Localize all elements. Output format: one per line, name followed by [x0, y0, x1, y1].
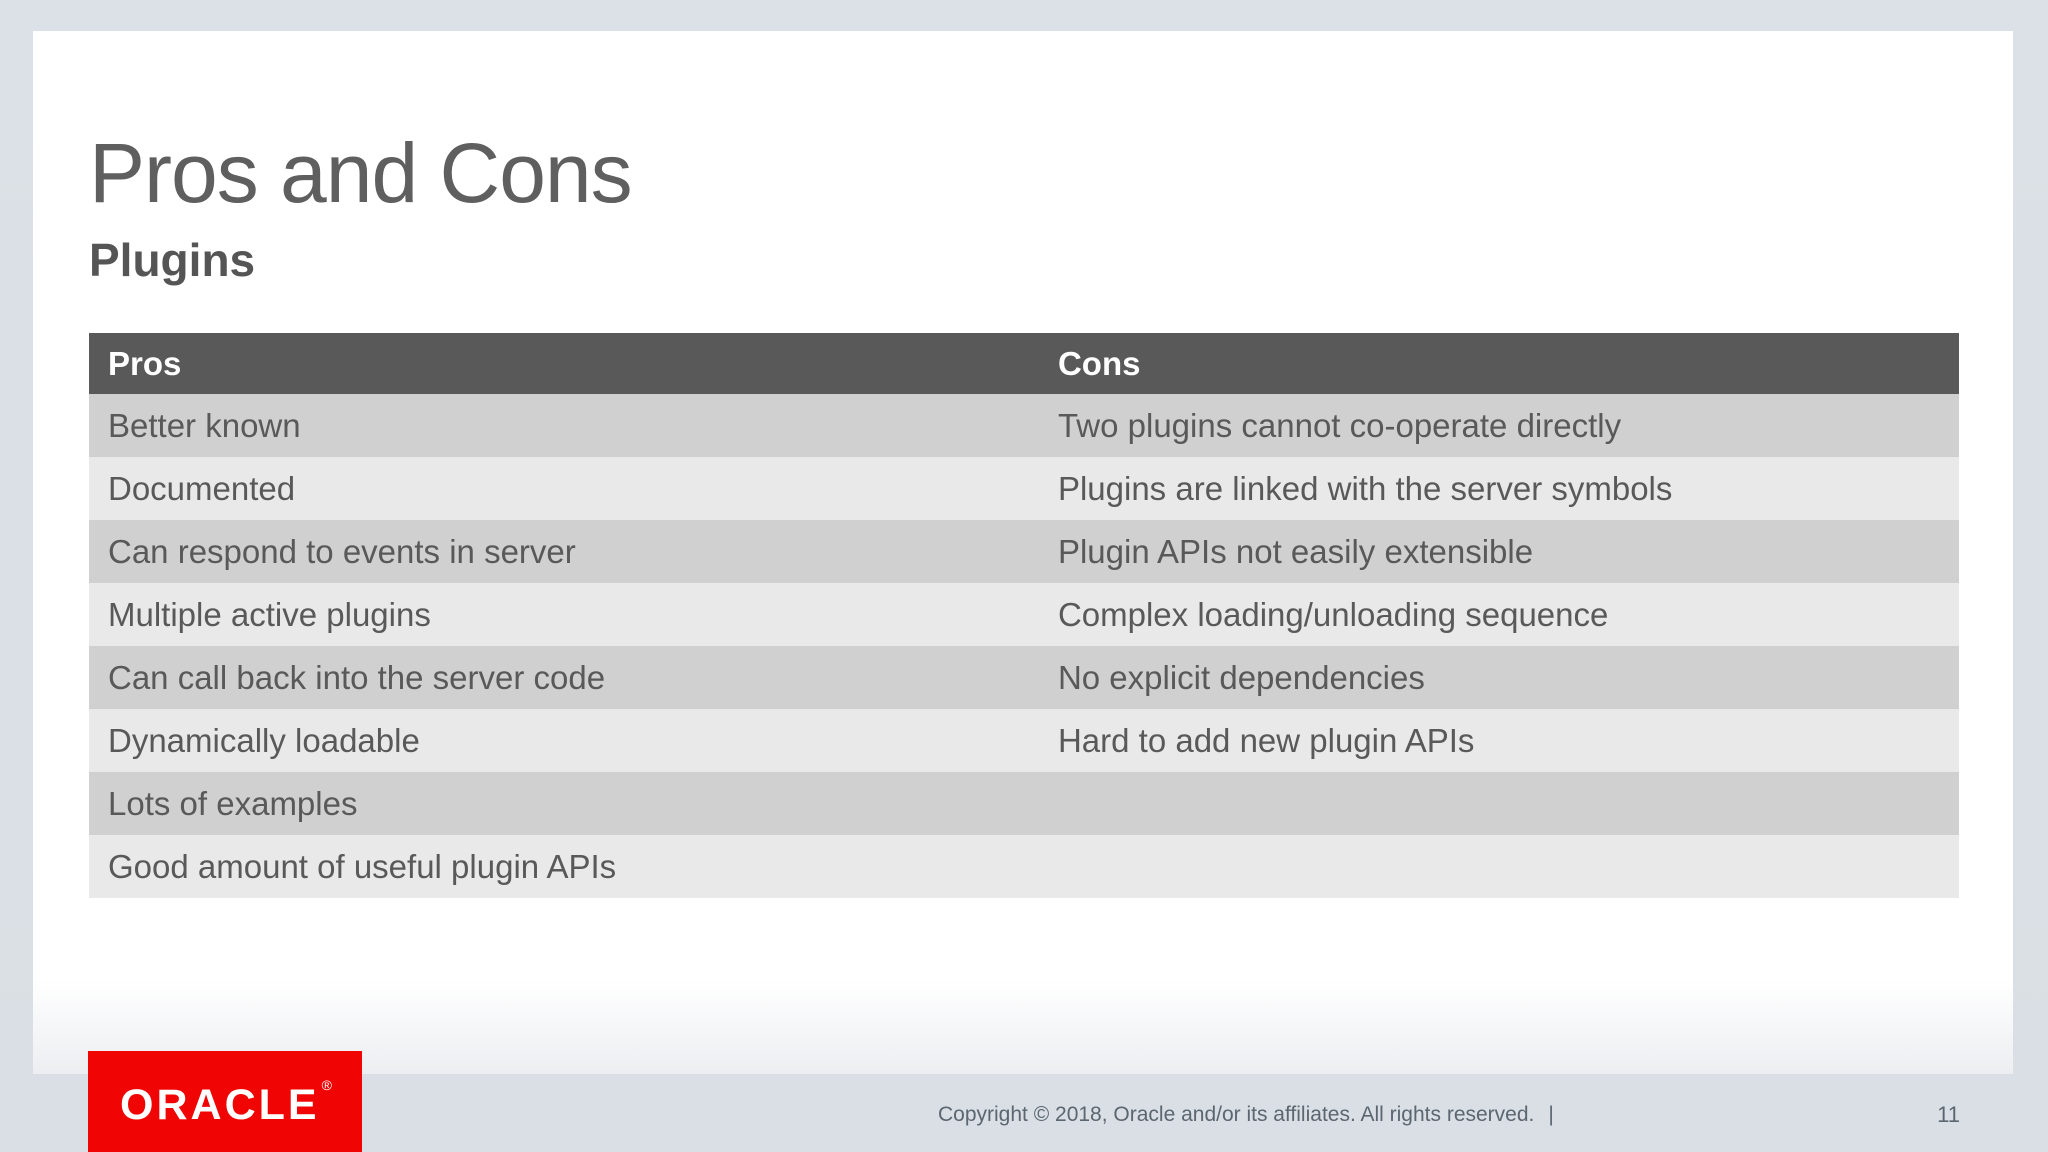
oracle-logo: ORACLE®	[88, 1051, 362, 1152]
table-row: Lots of examples	[89, 772, 1959, 835]
table-cell-con: Two plugins cannot co-operate directly	[1038, 394, 1959, 457]
table-row: Good amount of useful plugin APIs	[89, 835, 1959, 898]
table-header-cons: Cons	[1038, 333, 1959, 394]
table-cell-pro: Dynamically loadable	[89, 709, 1039, 772]
table-cell-con: Plugin APIs not easily extensible	[1038, 520, 1959, 583]
footer-separator: |	[1548, 1103, 1554, 1126]
table-header-row: Pros Cons	[89, 333, 1959, 394]
table-cell-pro: Documented	[89, 457, 1039, 520]
table-header-pros: Pros	[89, 333, 1039, 394]
table-row: Dynamically loadable Hard to add new plu…	[89, 709, 1959, 772]
table-row: Documented Plugins are linked with the s…	[89, 457, 1959, 520]
table-cell-con: Complex loading/unloading sequence	[1038, 583, 1959, 646]
copyright-text: Copyright © 2018, Oracle and/or its affi…	[938, 1103, 1535, 1126]
oracle-logo-text: ORACLE®	[120, 1076, 332, 1129]
table-cell-pro: Good amount of useful plugin APIs	[89, 835, 1039, 898]
table-row: Can respond to events in server Plugin A…	[89, 520, 1959, 583]
page-number: 11	[1937, 1102, 1960, 1127]
table-cell-pro: Multiple active plugins	[89, 583, 1039, 646]
registered-trademark-mark: ®	[321, 1077, 332, 1093]
table-cell-pro: Lots of examples	[89, 772, 1039, 835]
pros-cons-table-container: Pros Cons Better known Two plugins canno…	[89, 333, 1959, 898]
table-cell-con: Plugins are linked with the server symbo…	[1038, 457, 1959, 520]
table-row: Can call back into the server code No ex…	[89, 646, 1959, 709]
slide: Pros and Cons Plugins Pros Cons Better k…	[33, 31, 2013, 1074]
footer-copyright: Copyright © 2018, Oracle and/or its affi…	[938, 1103, 1554, 1127]
table-cell-con	[1038, 772, 1959, 835]
slide-subtitle: Plugins	[89, 234, 256, 286]
table-cell-pro: Better known	[89, 394, 1039, 457]
table-cell-pro: Can respond to events in server	[89, 520, 1039, 583]
pros-cons-table: Pros Cons Better known Two plugins canno…	[89, 333, 1959, 898]
table-row: Better known Two plugins cannot co-opera…	[89, 394, 1959, 457]
table-cell-con: Hard to add new plugin APIs	[1038, 709, 1959, 772]
oracle-logo-wordmark: ORACLE	[120, 1081, 320, 1129]
table-cell-con: No explicit dependencies	[1038, 646, 1959, 709]
slide-title: Pros and Cons	[89, 126, 633, 220]
table-row: Multiple active plugins Complex loading/…	[89, 583, 1959, 646]
table-cell-con	[1038, 835, 1959, 898]
table-cell-pro: Can call back into the server code	[89, 646, 1039, 709]
